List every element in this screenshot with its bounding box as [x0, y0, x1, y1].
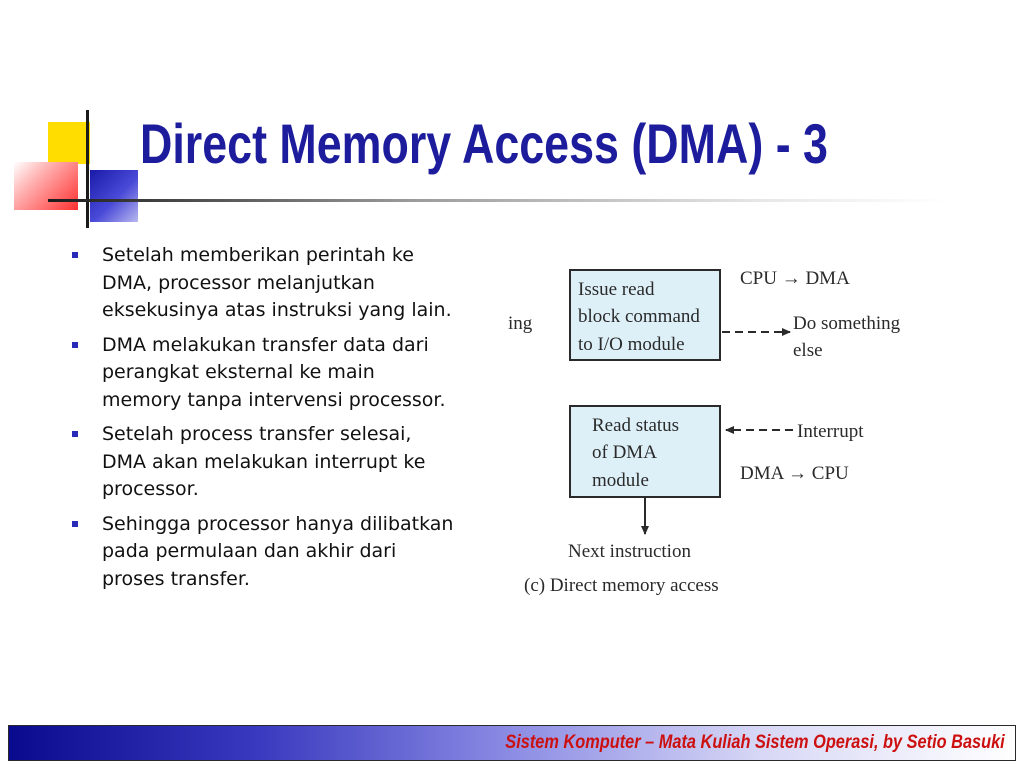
issue-read-line-1: Issue read [578, 279, 655, 300]
slide-title: Direct Memory Access (DMA) - 3 [140, 112, 828, 175]
bullet-text: Sehingga processor hanya dilibatkan pada… [102, 512, 454, 590]
bullet-item: Setelah process transfer selesai, DMA ak… [70, 421, 460, 504]
issue-read-line-3: to I/O module [578, 334, 685, 355]
logo-blue-square [90, 170, 138, 222]
bullet-item: DMA melakukan transfer data dari perangk… [70, 332, 460, 415]
bullet-item: Sehingga processor hanya dilibatkan pada… [70, 511, 460, 594]
logo-yellow-square [48, 122, 90, 164]
interrupt-label: Interrupt [797, 421, 864, 442]
logo-red-square [14, 162, 78, 210]
bullet-item: Setelah memberikan perintah ke DMA, proc… [70, 242, 460, 325]
read-status-line-3: module [592, 470, 649, 491]
bullet-text: DMA melakukan transfer data dari perangk… [102, 333, 446, 411]
footer-text: Sistem Komputer – Mata Kuliah Sistem Ope… [505, 732, 1005, 753]
title-underline-rule [48, 199, 948, 202]
bullet-square-icon [72, 520, 78, 527]
dma-flow-diagram: ing Issue read block command to I/O modu… [508, 252, 948, 612]
bullet-text: Setelah process transfer selesai, DMA ak… [102, 423, 426, 500]
dma-to-cpu-label: DMA → CPU [740, 463, 849, 484]
footer-bar: Sistem Komputer – Mata Kuliah Sistem Ope… [8, 725, 1016, 761]
bullet-square-icon [72, 341, 78, 348]
issue-read-line-2: block command [578, 306, 700, 327]
bullet-list: Setelah memberikan perintah ke DMA, proc… [70, 242, 460, 600]
bullet-square-icon [72, 252, 78, 258]
logo-vertical-rule [86, 110, 89, 228]
do-something-line-1: Do something [793, 313, 901, 334]
cpu-to-dma-label: CPU → DMA [740, 268, 850, 289]
read-status-box [569, 405, 721, 498]
read-status-line-1: Read status [592, 415, 679, 436]
bullet-square-icon [72, 431, 78, 437]
do-something-line-2: else [793, 340, 823, 361]
bullet-text: Setelah memberikan perintah ke DMA, proc… [102, 244, 452, 321]
read-status-line-2: of DMA [592, 442, 657, 463]
next-instruction-label: Next instruction [568, 541, 691, 562]
diagram-caption: (c) Direct memory access [524, 575, 719, 596]
issue-read-box [569, 269, 721, 361]
diagram-left-fragment: ing [508, 313, 533, 334]
